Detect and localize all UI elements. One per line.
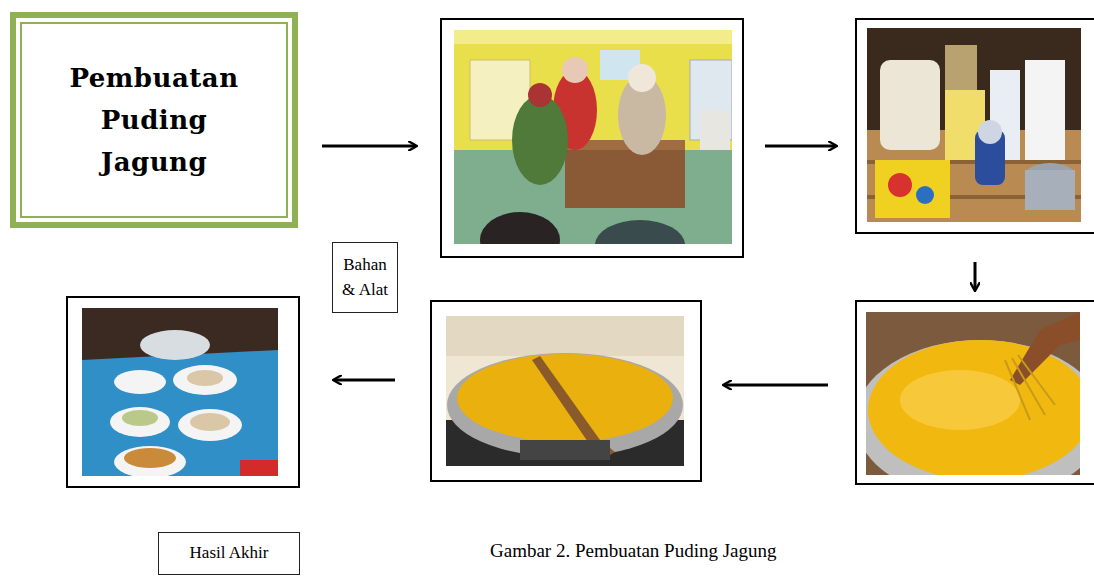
label-box: Hasil Akhir xyxy=(158,532,300,575)
flow-arrows xyxy=(322,146,975,385)
label-box: Bahan & Alat xyxy=(332,242,398,313)
photo-frame xyxy=(441,19,743,257)
figure-caption: Gambar 2. Pembuatan Puding Jagung xyxy=(490,540,777,562)
title-text: Pembuatan Puding Jagung xyxy=(67,57,242,183)
photo-cooking xyxy=(446,316,684,466)
photo-demonstration xyxy=(454,30,732,244)
photo-result xyxy=(82,308,278,476)
box-label: Bahan & Alat xyxy=(340,253,390,302)
photo-frame xyxy=(431,301,701,481)
photo-frame xyxy=(67,297,299,487)
photo-mixing xyxy=(866,312,1080,475)
title-box: Pembuatan Puding Jagung xyxy=(10,12,298,228)
photo-ingredients xyxy=(867,28,1081,222)
photo-frame xyxy=(856,19,1094,233)
box-label: Hasil Akhir xyxy=(190,541,269,566)
